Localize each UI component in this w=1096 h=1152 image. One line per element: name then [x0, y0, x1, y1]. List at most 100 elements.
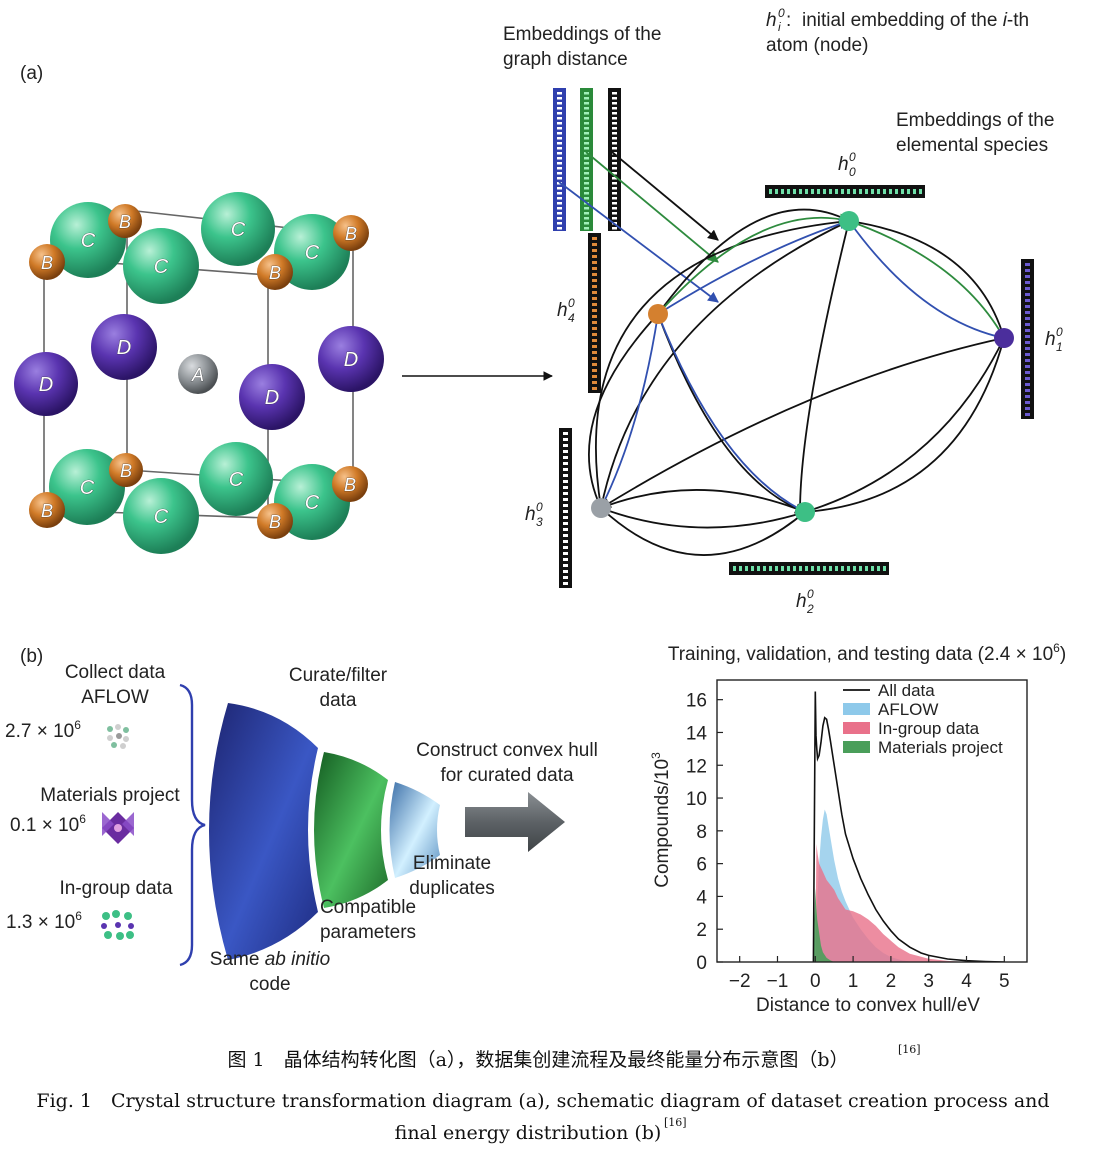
atom-c [49, 449, 125, 525]
node-embeddings [559, 185, 1034, 588]
mp-label: Materials project [40, 785, 180, 806]
initial-desc-italic: i [1003, 10, 1008, 31]
ig-structure-icon [101, 910, 134, 940]
caption-en-line1: Fig. 1 Crystal structure transformation … [36, 1090, 1049, 1112]
atom-label: C [231, 219, 246, 241]
eliminate-line1: Eliminate [413, 853, 491, 874]
svg-text:0: 0 [849, 150, 856, 164]
atom-label: D [117, 337, 131, 359]
initial-desc-pre: initial embedding of the [802, 10, 1003, 31]
atom-label: A [191, 365, 204, 385]
svg-text:2: 2 [806, 602, 814, 616]
atom-label: B [269, 512, 281, 532]
same-italic: ab initio [265, 949, 331, 970]
initial-desc-post: -th [1007, 10, 1029, 31]
atom-c [50, 202, 126, 278]
atom-d [91, 314, 157, 380]
graph-distance-title-line2: graph distance [503, 49, 628, 70]
same-pre: Same [210, 949, 265, 970]
atom-label: D [344, 349, 358, 371]
graph-node-3 [591, 498, 611, 518]
series-materials-project [813, 888, 835, 962]
x-tick-label: 1 [848, 971, 859, 992]
atom-d [14, 352, 78, 416]
graph-nodes [591, 211, 1014, 522]
elemental-title-line2: elemental species [896, 135, 1048, 156]
legend-swatch [843, 741, 870, 753]
legend-label: AFLOW [878, 700, 938, 719]
atom-a [178, 354, 218, 394]
figure-caption: 图 1 晶体结构转化图（a），数据集创建流程及最终能量分布示意图（b） [16]… [36, 1043, 1049, 1144]
atoms: C C C B B C B B D D A D D C C C B B [14, 192, 384, 554]
atom-label: C [305, 242, 320, 264]
graph-node-2 [795, 502, 815, 522]
svg-text:2.7 × 106: 2.7 × 106 [5, 718, 81, 742]
y-tick-label: 6 [696, 855, 707, 876]
atom-label: B [41, 501, 53, 521]
y-tick-label: 10 [686, 789, 707, 810]
atom-label: B [345, 224, 357, 244]
y-tick-label: 12 [686, 756, 707, 777]
atom-label: C [80, 477, 95, 499]
series-all-data [812, 691, 1005, 962]
h-superscript: 0 [778, 6, 785, 20]
atom-label: B [119, 212, 131, 232]
svg-text:0: 0 [807, 587, 814, 601]
atom-c [274, 214, 350, 290]
svg-text:h: h [838, 154, 849, 175]
svg-text:0: 0 [568, 296, 575, 310]
distribution-chart: Training, validation, and testing data (… [649, 641, 1066, 1016]
atom-label: B [120, 461, 132, 481]
atom-c [201, 192, 275, 266]
eliminate-line2: duplicates [409, 878, 495, 899]
same-line2: code [249, 974, 290, 995]
atom-b [332, 466, 368, 502]
collect-line2: AFLOW [81, 687, 149, 708]
x-tick-label: 5 [999, 971, 1010, 992]
y-tick-label: 0 [696, 953, 707, 974]
x-tick-label: −2 [729, 971, 751, 992]
mp-count: 0.1 × 10 [10, 815, 79, 836]
atom-b [108, 204, 142, 238]
graph-distance-title-line1: Embeddings of the [503, 24, 661, 45]
atom-label: D [265, 387, 279, 409]
aflow-count-exp: 6 [74, 718, 81, 732]
legend-label: All data [878, 681, 935, 700]
svg-text:h: h [557, 300, 568, 321]
atom-c [199, 442, 273, 516]
aflow-count: 2.7 × 10 [5, 721, 74, 742]
x-axis-label: Distance to convex hull/eV [756, 995, 980, 1016]
svg-text:h: h [1045, 329, 1056, 350]
svg-text::: : [786, 10, 791, 31]
atom-c [123, 228, 199, 304]
atom-b [257, 503, 293, 539]
x-tick-label: −1 [767, 971, 789, 992]
graph-edges [558, 151, 1005, 556]
svg-text:0: 0 [849, 165, 856, 179]
svg-text:0.1 × 106: 0.1 × 106 [10, 812, 86, 836]
h-symbol: h [766, 10, 777, 31]
svg-text:h: h [766, 10, 777, 31]
h-subscript: i [778, 20, 781, 34]
svg-text:3: 3 [536, 515, 543, 529]
svg-text:1.3 × 106: 1.3 × 106 [6, 909, 82, 933]
panel-a-label: (a) [20, 63, 43, 84]
compatible-line1: Compatible [320, 897, 416, 918]
atom-label: D [39, 374, 53, 396]
initial-embedding-note: h 0 i : initial embedding of the i-th at… [766, 6, 1029, 56]
atom-label: B [344, 475, 356, 495]
atom-label: C [154, 506, 169, 528]
y-tick-label: 4 [696, 887, 707, 908]
atom-b [29, 492, 65, 528]
y-axis-label: Compounds/103 [649, 752, 673, 888]
construct-line2: for curated data [440, 765, 574, 786]
data-funnel [209, 703, 440, 960]
graph-node-1 [994, 328, 1014, 348]
plot-frame [716, 679, 1028, 963]
